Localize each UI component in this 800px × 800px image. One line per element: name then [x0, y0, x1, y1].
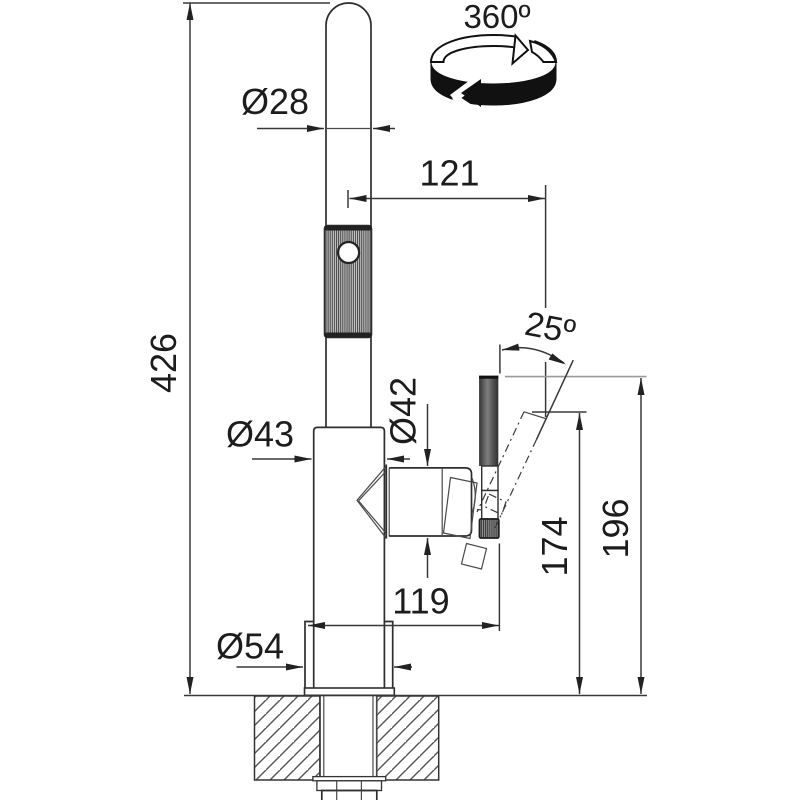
svg-text:196: 196	[595, 498, 636, 558]
svg-text:Ø28: Ø28	[241, 81, 309, 122]
svg-text:360º: 360º	[463, 0, 530, 35]
svg-text:25º: 25º	[522, 305, 579, 352]
svg-text:Ø43: Ø43	[226, 414, 294, 455]
svg-text:426: 426	[143, 333, 184, 393]
svg-text:Ø54: Ø54	[216, 626, 284, 667]
svg-text:121: 121	[419, 153, 479, 194]
svg-text:174: 174	[534, 516, 575, 576]
svg-text:119: 119	[392, 581, 449, 622]
svg-text:Ø42: Ø42	[383, 377, 424, 445]
